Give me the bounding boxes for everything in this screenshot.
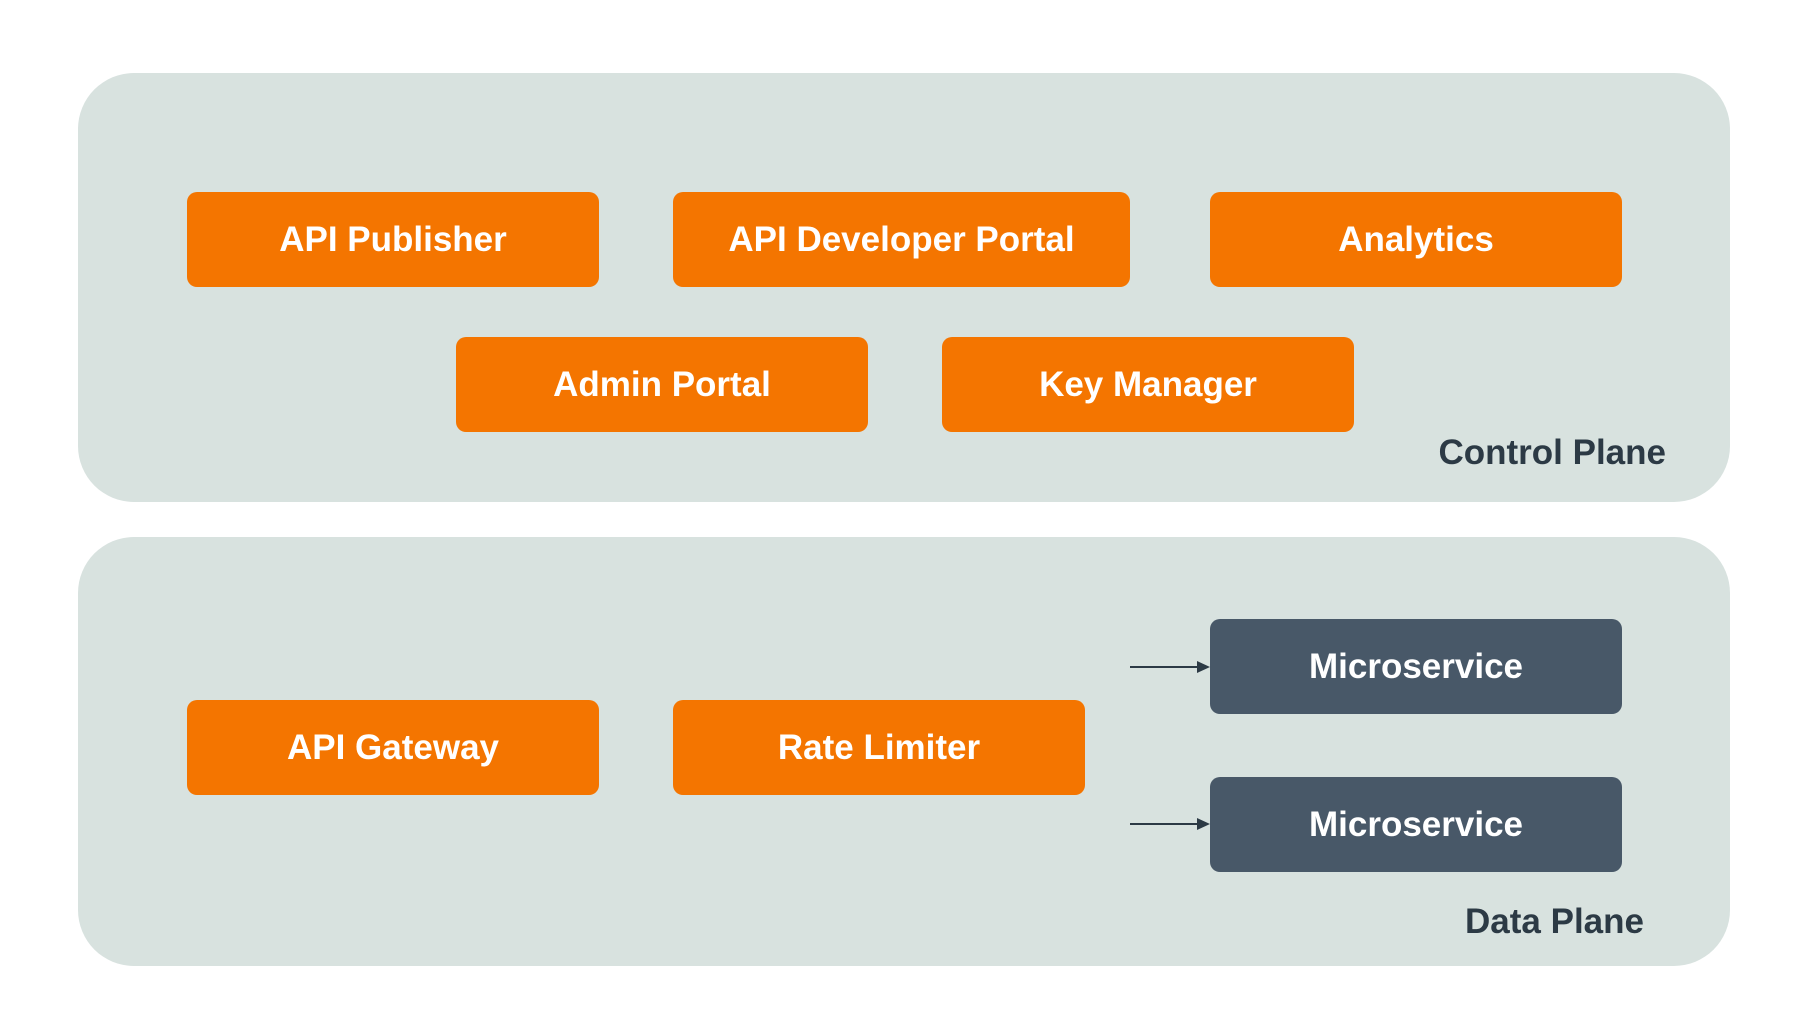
arrow-to-microservice-1 <box>1130 661 1210 673</box>
microservice-box-2: Microservice <box>1210 777 1622 872</box>
api-developer-portal-box: API Developer Portal <box>673 192 1130 287</box>
analytics-box: Analytics <box>1210 192 1622 287</box>
control-plane-label: Control Plane <box>1438 433 1666 472</box>
control-plane-panel <box>78 73 1730 502</box>
data-plane-label: Data Plane <box>1465 902 1644 941</box>
admin-portal-box: Admin Portal <box>456 337 868 432</box>
api-publisher-box: API Publisher <box>187 192 599 287</box>
key-manager-box: Key Manager <box>942 337 1354 432</box>
microservice-box-1: Microservice <box>1210 619 1622 714</box>
api-gateway-box: API Gateway <box>187 700 599 795</box>
arrow-to-microservice-2 <box>1130 818 1210 830</box>
rate-limiter-box: Rate Limiter <box>673 700 1085 795</box>
